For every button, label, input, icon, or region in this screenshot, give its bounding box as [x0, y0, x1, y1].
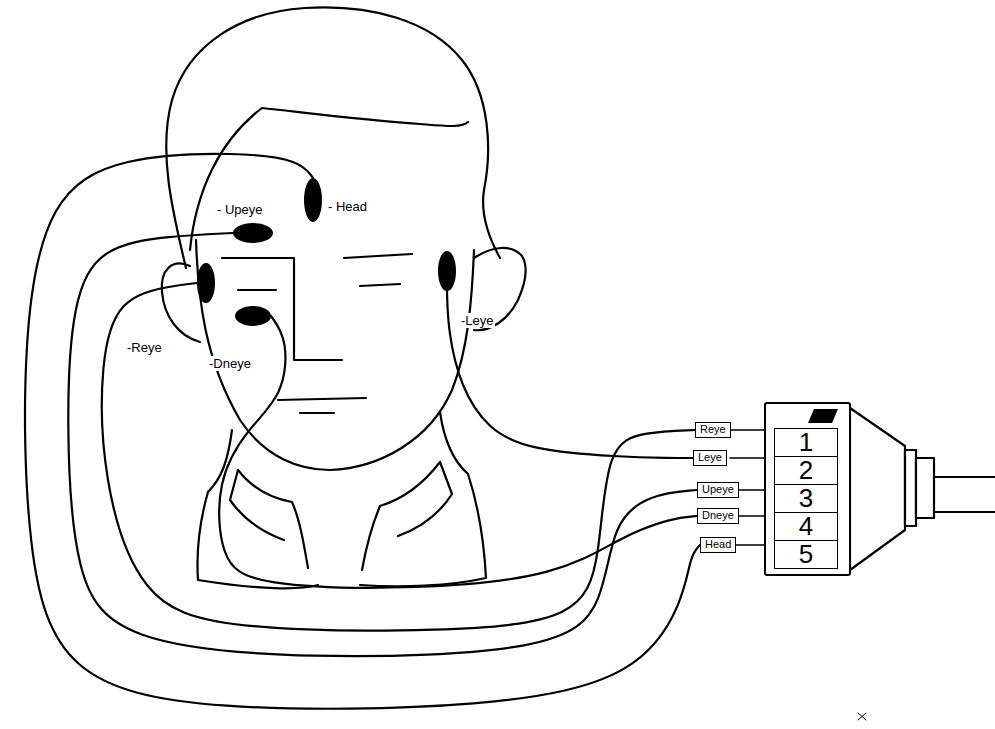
electrode-wire: [102, 283, 695, 630]
left-eye: [360, 284, 400, 286]
corner-mark: [858, 713, 866, 720]
electrode-label: -Dneye: [208, 356, 252, 371]
sleeve-label: Reye: [700, 423, 726, 436]
electrode-pad: -Dneye: [235, 306, 271, 326]
pin-number: 1: [775, 429, 837, 457]
electrode-wire: [25, 154, 700, 709]
logo-mark: [808, 409, 838, 423]
face-outline: [196, 240, 474, 470]
lead-sleeve: Upeye: [697, 482, 739, 498]
sleeve-label: Head: [705, 538, 731, 551]
pin-number: 5: [775, 541, 837, 568]
logo-shape: [808, 409, 838, 423]
hairline: [190, 108, 468, 250]
mouth: [278, 398, 366, 413]
pin-number: 3: [775, 485, 837, 513]
electrode-label: -Leye: [460, 313, 495, 328]
electrode-wire: [219, 316, 697, 588]
electrode-label: - Head: [327, 199, 368, 214]
electrode-pad: -Leye: [438, 251, 456, 291]
electrode-pad: -Reye: [197, 263, 215, 303]
shirt-collar: [230, 462, 452, 570]
lead-sleeve: Head: [700, 537, 736, 553]
pin-number: 4: [775, 513, 837, 541]
electrode-ellipse: [197, 263, 215, 303]
left-eye-brow: [344, 254, 412, 258]
connector-taper: [850, 408, 905, 570]
connector-strain-relief: [916, 458, 934, 518]
electrode-shape: [233, 223, 273, 243]
electrode-wire: [68, 233, 697, 656]
left-ear: [162, 264, 200, 342]
pin-number-panel: 12345: [774, 428, 838, 569]
electrode-ellipse: [438, 251, 456, 291]
electrode-shape: [304, 178, 322, 222]
electrode-label: -Reye: [126, 340, 163, 355]
lead-sleeve: Leye: [693, 450, 727, 466]
sleeve-label: Upeye: [702, 483, 734, 496]
electrode-shape: [197, 263, 215, 303]
nose: [222, 258, 342, 360]
right-eye: [238, 289, 276, 291]
electrode-label: - Upeye: [216, 202, 264, 217]
electrode-ellipse: [233, 223, 273, 243]
connector-collar: [905, 450, 916, 526]
pin-number: 2: [775, 457, 837, 485]
electrode-pad: - Head: [304, 178, 322, 222]
lead-sleeve: Dneye: [697, 508, 739, 524]
electrode-ellipse: [235, 306, 271, 326]
hair-outline: [166, 7, 500, 268]
sleeve-label: Dneye: [702, 509, 734, 522]
cable: [934, 477, 995, 512]
electrode-shape: [235, 306, 271, 326]
electrode-pad: - Upeye: [233, 223, 273, 243]
electrode-wire: [447, 291, 693, 458]
connector-body: 12345: [764, 402, 851, 576]
electrode-shape: [438, 251, 456, 291]
sleeve-label: Leye: [698, 451, 722, 464]
electrode-ellipse: [304, 178, 322, 222]
lead-sleeve: Reye: [695, 422, 731, 438]
